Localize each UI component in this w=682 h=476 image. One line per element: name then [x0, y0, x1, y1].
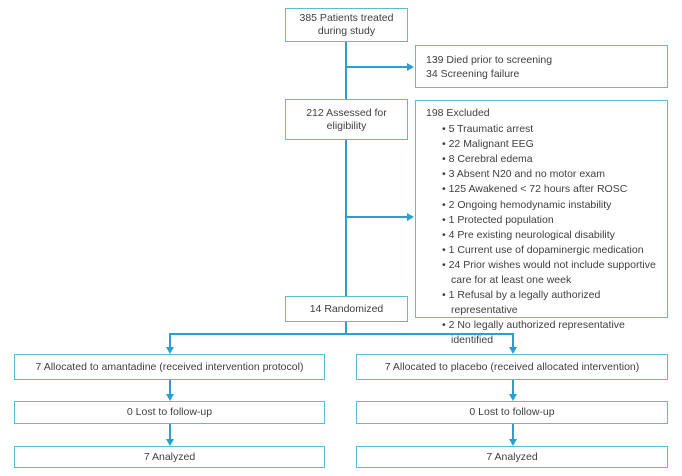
excluded-item: 22 Malignant EEG — [435, 137, 659, 152]
excluded-item: 1 Current use of dopaminergic medication — [435, 243, 659, 258]
lost-followup-left-label: 0 Lost to follow-up — [126, 406, 213, 418]
arrowhead-analyzed-left-icon — [165, 439, 174, 446]
connector-split-right — [512, 333, 514, 347]
allocated-placebo-label: 7 Allocated to placebo (received allocat… — [384, 360, 640, 373]
excluded-item: 4 Pre existing neurological disability — [435, 228, 659, 243]
connector-allocated-lost-left — [169, 380, 171, 394]
analyzed-right-label: 7 Analyzed — [486, 450, 538, 463]
connector-lost-analyzed-left — [169, 424, 171, 439]
box-excluded: 198 Excluded 5 Traumatic arrest 22 Malig… — [415, 100, 668, 346]
connector-allocated-lost-right — [512, 380, 514, 394]
excluded-item: 5 Traumatic arrest — [435, 122, 659, 137]
connector-branch-died — [346, 66, 407, 68]
box-assessed-eligibility: 212 Assessed for eligibility — [285, 99, 408, 140]
excluded-title: 198 Excluded — [426, 107, 490, 119]
connector-split-left — [169, 333, 171, 347]
connector-branch-excluded — [346, 216, 407, 218]
connector-treated-assessed — [345, 42, 347, 99]
excluded-item: 1 Refusal by a legally authorized repres… — [435, 288, 659, 318]
connector-assessed-randomized — [345, 140, 347, 296]
connector-randomized-split — [345, 322, 347, 334]
lost-followup-right-label: 0 Lost to follow-up — [469, 406, 555, 418]
excluded-list: 5 Traumatic arrest 22 Malignant EEG 8 Ce… — [426, 122, 659, 348]
box-lost-followup-right: 0 Lost to follow-up — [356, 401, 668, 424]
excluded-item: 125 Awakened < 72 hours after ROSC — [435, 182, 659, 197]
analyzed-left-label: 7 Analyzed — [143, 450, 196, 463]
box-analyzed-right: 7 Analyzed — [356, 446, 668, 468]
arrowhead-allocated-left-icon — [165, 347, 174, 354]
box-patients-treated: 385 Patients treated during study — [285, 8, 408, 42]
randomized-label: 14 Randomized — [309, 302, 384, 315]
patients-treated-label: 385 Patients treated during study — [299, 12, 394, 37]
allocated-amantadine-label: 7 Allocated to amantadine (received inte… — [35, 360, 304, 373]
box-allocated-amantadine: 7 Allocated to amantadine (received inte… — [14, 354, 325, 380]
excluded-item: 8 Cerebral edema — [435, 152, 659, 167]
box-randomized: 14 Randomized — [285, 296, 408, 322]
box-analyzed-left: 7 Analyzed — [14, 446, 325, 468]
excluded-item: 2 No legally authorized representative i… — [435, 318, 659, 348]
excluded-item: 24 Prior wishes would not include suppor… — [435, 258, 659, 288]
arrowhead-lost-left-icon — [165, 394, 174, 401]
arrowhead-allocated-right-icon — [508, 347, 517, 354]
arrowhead-excluded-icon — [407, 212, 414, 221]
connector-split-horizontal — [169, 333, 513, 335]
box-died-screening: 139 Died prior to screening 34 Screening… — [415, 45, 668, 88]
arrowhead-lost-right-icon — [508, 394, 517, 401]
died-line: 139 Died prior to screening — [426, 53, 553, 66]
box-allocated-placebo: 7 Allocated to placebo (received allocat… — [356, 354, 668, 380]
excluded-item: 1 Protected population — [435, 213, 659, 228]
arrowhead-died-icon — [407, 62, 414, 71]
excluded-item: 3 Absent N20 and no motor exam — [435, 167, 659, 182]
connector-lost-analyzed-right — [512, 424, 514, 439]
assessed-eligibility-label: 212 Assessed for eligibility — [306, 106, 387, 132]
box-lost-followup-left: 0 Lost to follow-up — [14, 401, 325, 424]
excluded-item: 2 Ongoing hemodynamic instability — [435, 198, 659, 213]
screening-failure-line: 34 Screening failure — [426, 67, 520, 80]
arrowhead-analyzed-right-icon — [508, 439, 517, 446]
